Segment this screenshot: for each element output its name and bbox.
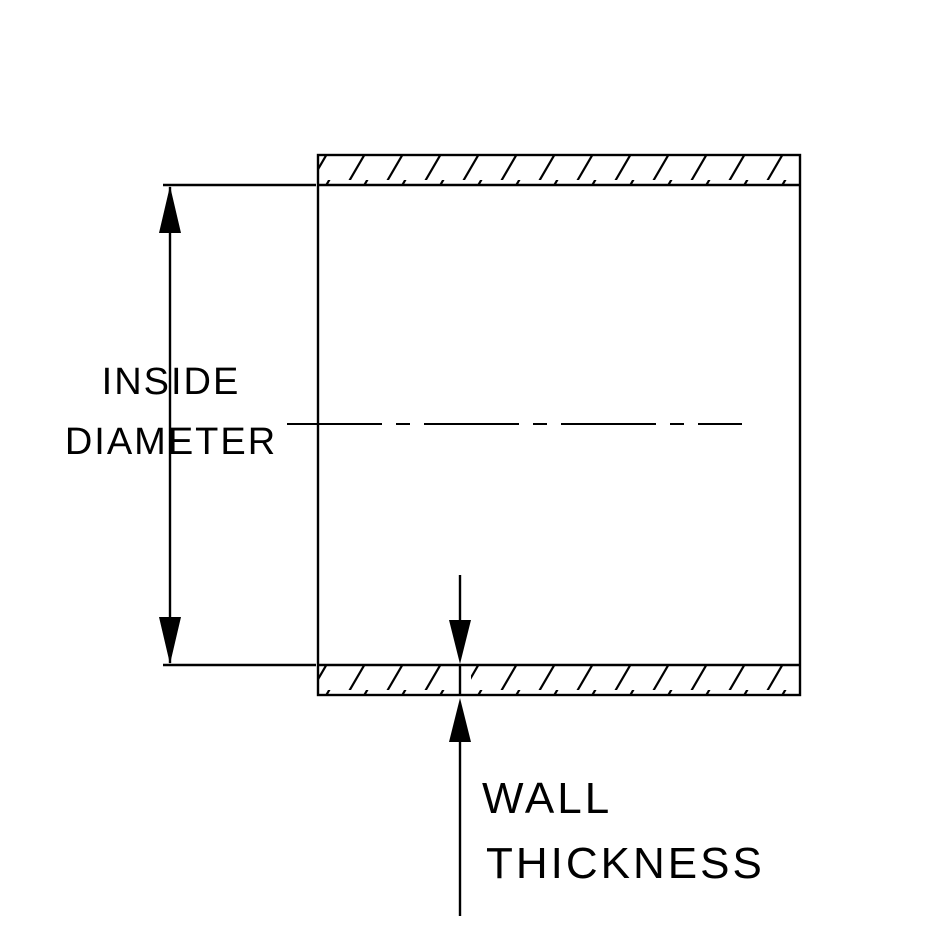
wall-thickness-label-line2: THICKNESS [486, 839, 765, 888]
inside-diameter-dimension: INSIDE DIAMETER [65, 183, 316, 667]
arrow-down-icon [449, 620, 471, 664]
wall-thickness-label-line1: WALL [482, 774, 612, 823]
wall-thickness-dimension: WALL THICKNESS [449, 575, 765, 916]
tube-body [287, 153, 802, 697]
inside-diameter-label-line1: INSIDE [102, 361, 241, 403]
top-wall-hatch [318, 155, 800, 185]
arrow-up-icon [449, 698, 471, 742]
arrow-up-icon [159, 186, 181, 233]
inside-diameter-label-line2: DIAMETER [65, 421, 277, 463]
bottom-wall-hatch [318, 665, 800, 695]
arrow-down-icon [159, 617, 181, 664]
